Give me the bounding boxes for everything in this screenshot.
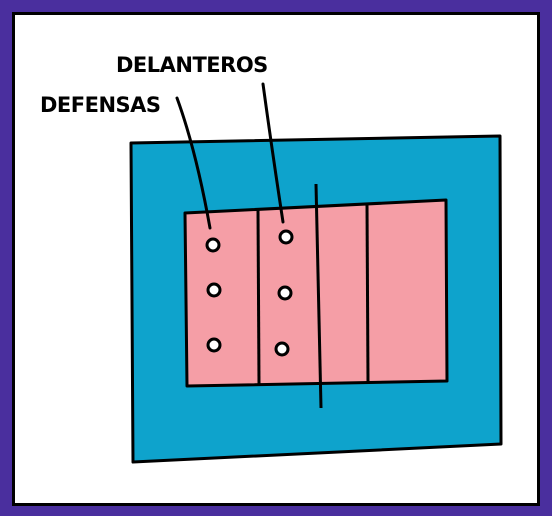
forwards-label: DELANTEROS [116,53,268,77]
forward-player [276,343,288,355]
forward-player [280,231,292,243]
defender-player [207,239,219,251]
forward-player [279,287,291,299]
defender-player [208,339,220,351]
zone-divider-2 [367,204,368,382]
defender-player [208,284,220,296]
defenders-label: DEFENSAS [40,93,161,117]
zone-divider-1 [258,210,259,384]
